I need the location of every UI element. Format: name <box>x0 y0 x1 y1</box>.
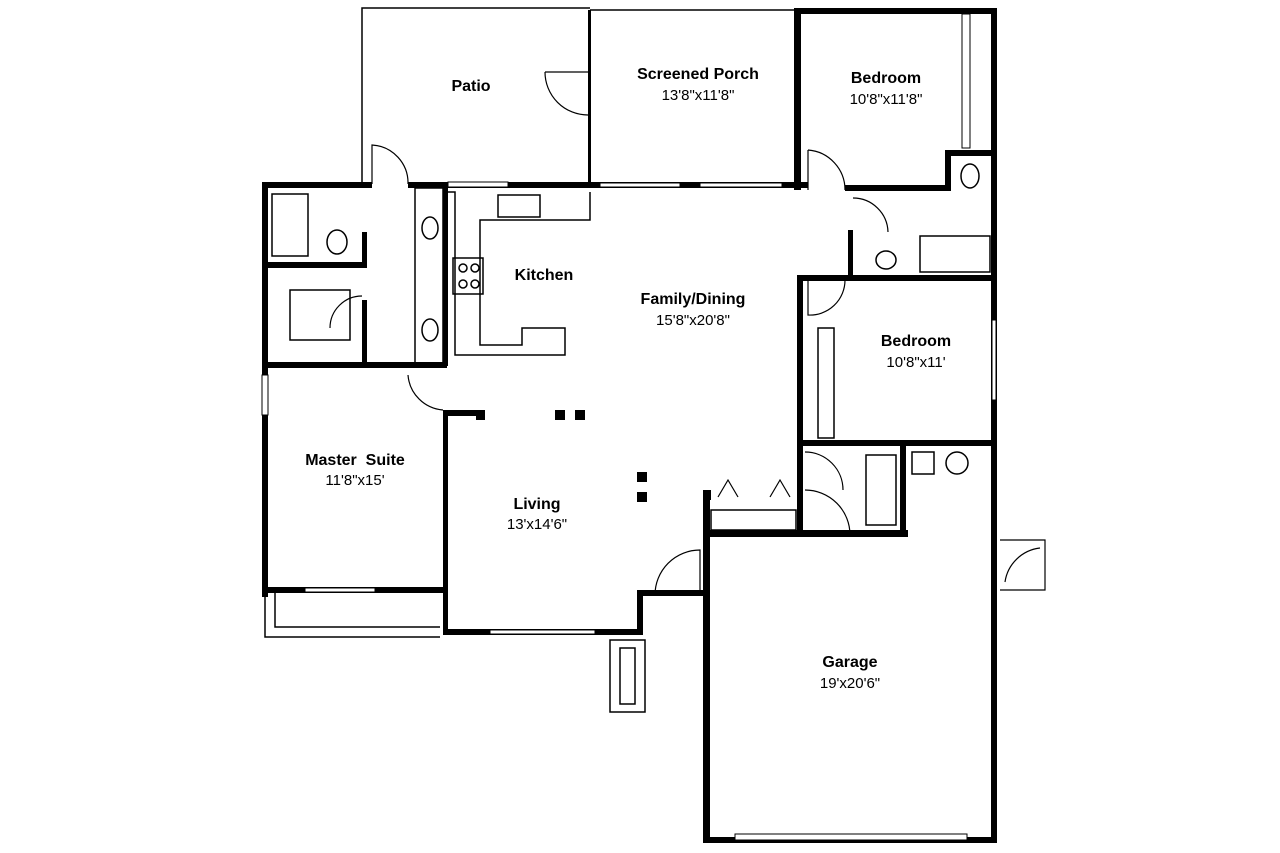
garage-door <box>734 833 968 841</box>
room-size-living: 13'x14'6" <box>507 516 567 533</box>
room-size-garage: 19'x20'6" <box>820 675 880 692</box>
toilet-icon <box>326 229 348 255</box>
patio-door-swing <box>544 71 589 116</box>
kitchen-counter <box>448 191 591 356</box>
water-heater-icon <box>945 451 969 475</box>
room-size-master-suite: 11'8"x15' <box>325 472 384 489</box>
bathtub-icon <box>919 235 991 273</box>
room-label-family-dining: Family/Dining <box>641 291 746 308</box>
bathtub-icon <box>271 193 309 257</box>
screened-porch-area <box>544 8 801 190</box>
toilet-icon <box>960 163 980 189</box>
room-label-patio: Patio <box>451 78 490 95</box>
room-label-kitchen: Kitchen <box>515 267 574 284</box>
rear-door-swing <box>371 144 409 185</box>
room-label-bedroom-2: Bedroom <box>881 333 951 350</box>
room-size-bedroom-1: 10'8"x11'8" <box>850 91 923 108</box>
room-size-screened-porch: 13'8"x11'8" <box>662 87 735 104</box>
room-label-living: Living <box>513 496 560 513</box>
entry-step <box>609 639 646 713</box>
sink-icon <box>421 318 439 342</box>
room-label-garage: Garage <box>822 654 877 671</box>
sink-icon <box>421 216 439 240</box>
patio-area <box>361 7 590 183</box>
shower-icon <box>289 289 351 341</box>
sink-icon <box>875 250 897 270</box>
washer-dryer-icon <box>865 454 897 526</box>
room-label-bedroom-1: Bedroom <box>851 70 921 87</box>
kitchen-sink-icon <box>497 194 541 218</box>
room-size-bedroom-2: 10'8"x11' <box>886 354 945 371</box>
room-label-screened-porch: Screened Porch <box>637 66 759 83</box>
closet <box>817 327 835 439</box>
stove-icon <box>452 257 484 295</box>
room-label-master-suite: Master Suite <box>305 452 405 469</box>
room-size-family-dining: 15'8"x20'8" <box>656 312 730 329</box>
